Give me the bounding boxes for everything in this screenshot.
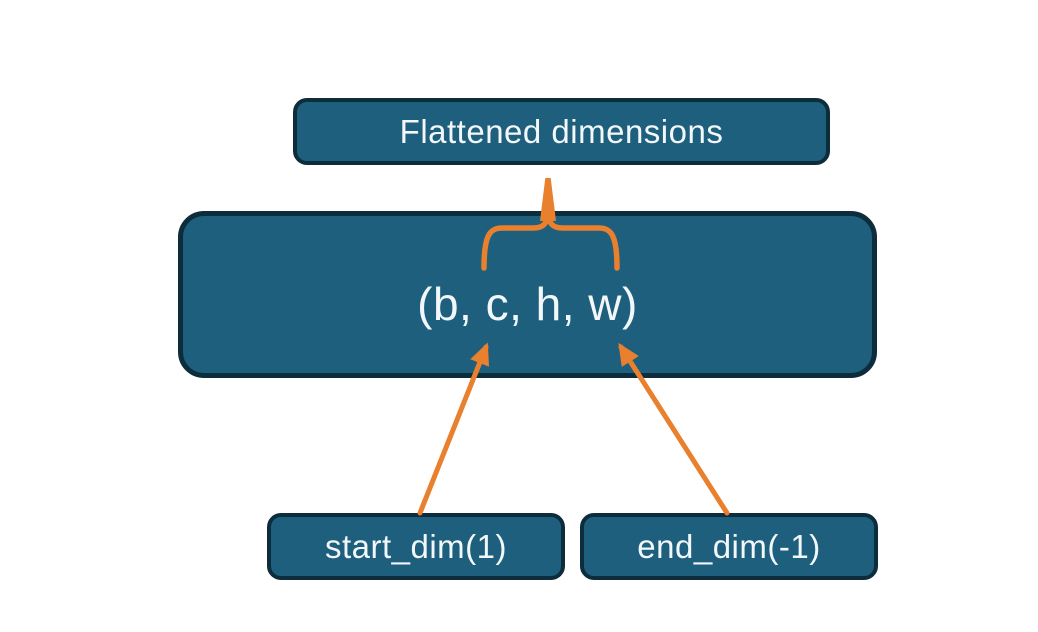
flattened-dimensions-box: Flattened dimensions — [293, 98, 830, 165]
flattened-dimensions-label: Flattened dimensions — [399, 112, 724, 150]
tensor-shape-label: (b, c, h, w) — [417, 277, 638, 330]
start-dim-box: start_dim(1) — [267, 513, 565, 580]
tensor-shape-box: (b, c, h, w) — [178, 211, 877, 378]
end-dim-label: end_dim(-1) — [637, 527, 821, 565]
start-dim-label: start_dim(1) — [324, 527, 508, 565]
end-dim-box: end_dim(-1) — [580, 513, 878, 580]
